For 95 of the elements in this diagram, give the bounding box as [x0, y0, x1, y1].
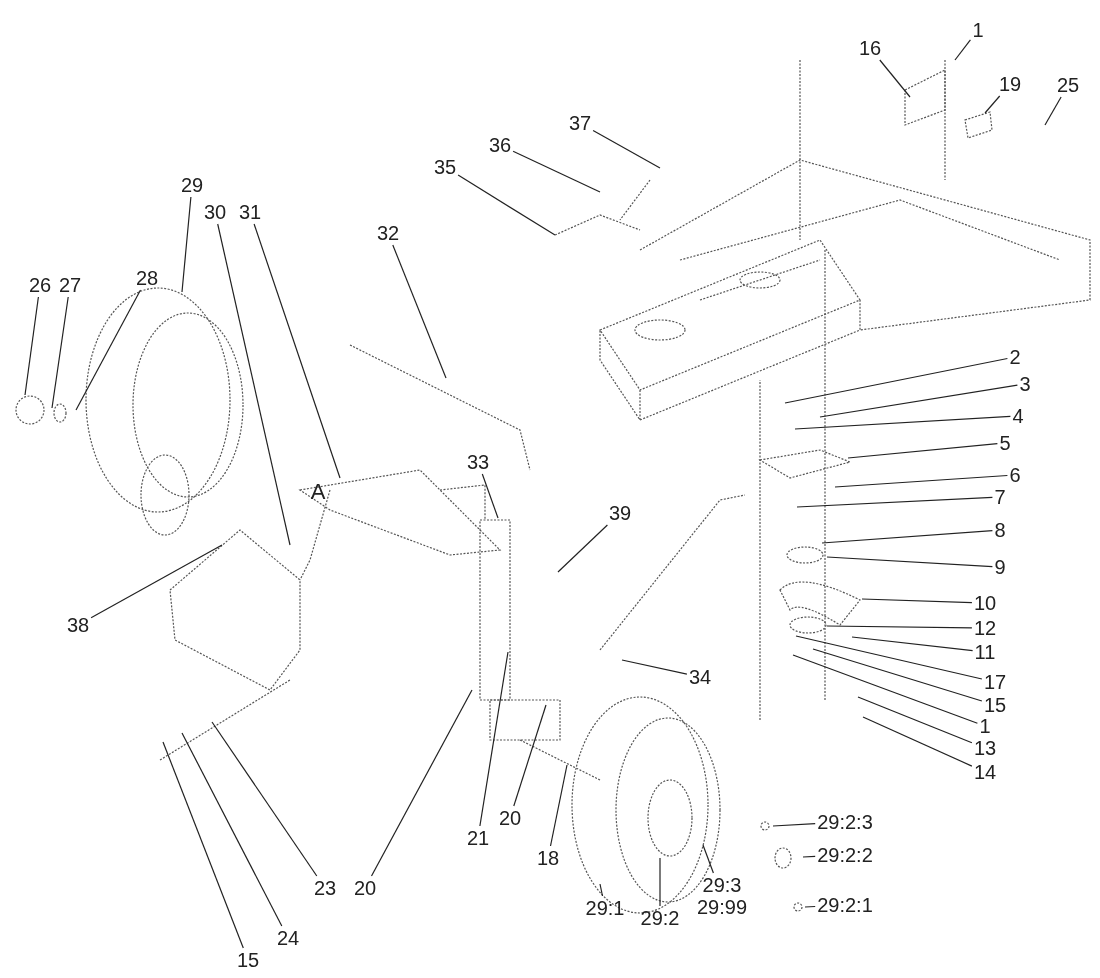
leader-line [954, 39, 971, 61]
leader-line [181, 732, 283, 927]
leader-line [984, 95, 1001, 114]
view-letter: A [310, 481, 326, 503]
leader-line [821, 530, 993, 544]
callout-number: 29:2 [640, 907, 680, 929]
callout-number: 33 [466, 451, 490, 473]
leader-line [772, 823, 816, 827]
leader-line [792, 654, 978, 724]
leader-line [211, 721, 318, 877]
leader-line [851, 636, 974, 652]
leader-line [512, 150, 601, 193]
callout-number: 29:1 [585, 897, 625, 919]
leader-line [599, 883, 604, 897]
callout-number: 26 [28, 274, 52, 296]
leader-line [796, 496, 993, 508]
callout-number: 15 [236, 949, 260, 971]
callout-number: 7 [994, 486, 1006, 508]
callout-number: 29:2:3 [817, 811, 873, 833]
callout-number: 17 [983, 671, 1007, 693]
leader-line [826, 556, 993, 568]
callout-number: 32 [376, 222, 400, 244]
callout-number: 25 [1056, 74, 1080, 96]
callout-number: 13 [973, 737, 997, 759]
callout-number: 2 [1009, 346, 1021, 368]
leader-line [826, 625, 973, 629]
callout-number: 38 [66, 614, 90, 636]
callout-number: 39 [608, 502, 632, 524]
callout-number: 12 [973, 617, 997, 639]
callout-number: 23 [313, 877, 337, 899]
callout-number: 11 [974, 641, 996, 663]
leader-line [557, 524, 608, 573]
callout-number: 28 [135, 267, 159, 289]
leader-line [162, 741, 244, 949]
callout-number: 34 [688, 666, 712, 688]
leader-line [847, 443, 998, 459]
leader-line [862, 716, 973, 767]
leader-line [621, 659, 688, 675]
callout-number: 21 [466, 827, 490, 849]
callout-number: 29 [180, 174, 204, 196]
leader-line [794, 415, 1011, 430]
leader-line [370, 689, 473, 877]
callout-number: 1 [979, 715, 991, 737]
callout-number: 31 [238, 201, 262, 223]
leader-line [392, 244, 447, 379]
callout-number: 3 [1019, 373, 1031, 395]
leader-line [819, 384, 1018, 418]
callout-number: 5 [999, 432, 1011, 454]
callout-number: 1 [972, 19, 984, 41]
leader-line [592, 129, 661, 169]
leader-line [51, 296, 69, 409]
leader-line [702, 844, 714, 874]
callout-number: 20 [498, 807, 522, 829]
callout-number: 35 [433, 156, 457, 178]
leader-line [217, 223, 291, 546]
callout-number: 29:3 [701, 874, 743, 896]
callout-number: 27 [58, 274, 82, 296]
callout-number: 6 [1009, 464, 1021, 486]
leader-line [181, 196, 192, 293]
leader-line [457, 174, 556, 236]
leader-line [479, 651, 509, 827]
leader-line [804, 905, 816, 908]
leader-line [879, 59, 911, 98]
leader-line [802, 855, 816, 858]
callout-number: 14 [973, 761, 997, 783]
callout-number: 8 [994, 519, 1006, 541]
leader-line [795, 635, 983, 680]
callout-number: 37 [568, 112, 592, 134]
leader-line [861, 598, 973, 604]
callout-number: 18 [536, 847, 560, 869]
callout-number: 16 [858, 37, 882, 59]
leader-line [1044, 96, 1062, 126]
leader-line [513, 704, 547, 807]
callout-number: 29:2:2 [817, 844, 873, 866]
leader-line [784, 357, 1008, 404]
leader-line [834, 474, 1008, 488]
leader-line [481, 473, 499, 519]
callout-number: 10 [973, 592, 997, 614]
leader-line [24, 296, 39, 396]
callout-number: 29:99 [696, 896, 748, 918]
callout-number: 30 [203, 201, 227, 223]
callout-number: 4 [1012, 405, 1024, 427]
callout-number: 29:2:1 [817, 894, 873, 916]
callout-number: 19 [998, 73, 1022, 95]
leader-line [75, 289, 142, 411]
leader-line [253, 223, 341, 479]
callout-number: 20 [353, 877, 377, 899]
leader-line [90, 544, 223, 619]
callout-number: 15 [983, 694, 1007, 716]
leader-line [549, 764, 568, 847]
callout-number: 36 [488, 134, 512, 156]
callout-number: 9 [994, 556, 1006, 578]
leader-line [812, 648, 983, 702]
leader-line [857, 696, 973, 744]
callout-number: 24 [276, 927, 300, 949]
